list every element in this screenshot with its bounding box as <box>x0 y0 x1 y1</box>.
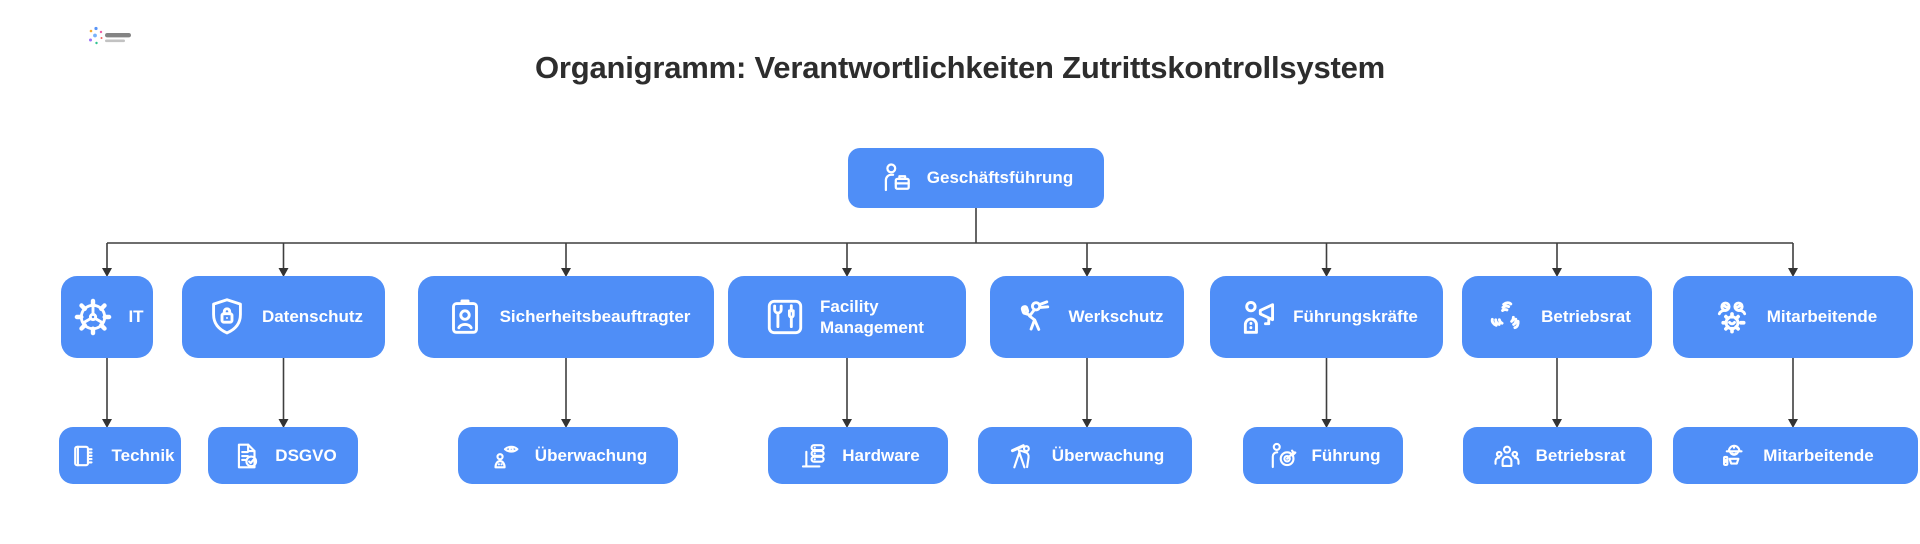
org-node-label: Werkschutz <box>1068 307 1164 327</box>
org-node-betriebsrat[interactable]: Betriebsrat <box>1462 276 1652 358</box>
id-badge-person-icon <box>442 294 488 340</box>
gear-wheel-icon <box>70 294 116 340</box>
wrench-screwdriver-icon <box>762 294 808 340</box>
chip-icon <box>66 439 100 473</box>
person-target-icon <box>1266 439 1300 473</box>
org-node-technik[interactable]: Technik <box>59 427 181 484</box>
org-node-sicherheitsbeauftragter[interactable]: Sicherheitsbeauftragter <box>418 276 714 358</box>
org-node-betriebsrat-sub[interactable]: Betriebsrat <box>1463 427 1652 484</box>
org-node-label: Geschäftsführung <box>926 168 1074 188</box>
page-title: Organigramm: Verantwortlichkeiten Zutrit… <box>534 50 1386 85</box>
person-megaphone-icon <box>1235 294 1281 340</box>
person-eye-icon <box>489 439 523 473</box>
people-group-icon <box>1490 439 1524 473</box>
shield-lock-icon <box>204 294 250 340</box>
hands-together-icon <box>1483 294 1529 340</box>
org-node-label: Überwachung <box>534 445 648 465</box>
server-stack-icon <box>796 439 830 473</box>
org-node-ueberwachung-werkschutz[interactable]: Überwachung <box>978 427 1192 484</box>
person-telescope-icon <box>1006 439 1040 473</box>
org-node-datenschutz[interactable]: Datenschutz <box>182 276 385 358</box>
org-node-ueberwachung-sicherheit[interactable]: Überwachung <box>458 427 678 484</box>
team-gear-icon <box>1709 294 1755 340</box>
org-node-label: Überwachung <box>1051 445 1165 465</box>
org-node-label: Führung <box>1311 445 1381 465</box>
brand-logo-icon <box>86 24 138 50</box>
org-node-label: IT <box>128 307 144 327</box>
org-node-label: Führungskräfte <box>1293 307 1418 327</box>
org-node-label: Datenschutz <box>261 307 364 327</box>
org-node-fuehrung[interactable]: Führung <box>1243 427 1403 484</box>
org-node-label: Betriebsrat <box>1535 445 1626 465</box>
org-node-hardware[interactable]: Hardware <box>768 427 948 484</box>
org-node-label: Hardware <box>842 445 920 465</box>
org-node-mitarbeitende[interactable]: Mitarbeitende <box>1673 276 1913 358</box>
org-node-label: Technik <box>111 445 175 465</box>
guard-running-icon <box>1010 294 1056 340</box>
org-node-mitarbeitende-sub[interactable]: Mitarbeitende <box>1673 427 1918 484</box>
org-node-geschaeftsfuehrung[interactable]: Geschäftsführung <box>848 148 1104 208</box>
org-node-it[interactable]: IT <box>61 276 153 358</box>
org-node-fuehrungskraefte[interactable]: Führungskräfte <box>1210 276 1443 358</box>
org-node-label: DSGVO <box>275 445 337 465</box>
org-node-facility-management[interactable]: Facility Management <box>728 276 966 358</box>
org-node-label: Facility Management <box>820 296 924 337</box>
org-node-label: Mitarbeitende <box>1766 307 1878 327</box>
org-node-label: Betriebsrat <box>1541 307 1631 327</box>
org-node-werkschutz[interactable]: Werkschutz <box>990 276 1184 358</box>
worker-helmet-icon <box>1717 439 1751 473</box>
org-node-label: Mitarbeitende <box>1763 445 1874 465</box>
document-check-icon <box>229 439 263 473</box>
org-node-dsgvo[interactable]: DSGVO <box>208 427 358 484</box>
org-node-label: Sicherheitsbeauftragter <box>499 307 691 327</box>
person-briefcase-icon <box>879 160 915 196</box>
